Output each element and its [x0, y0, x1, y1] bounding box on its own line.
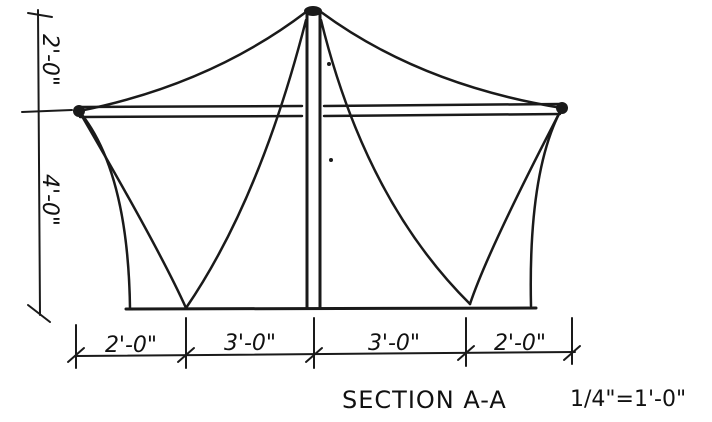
ground-line: [124, 306, 538, 311]
dim-label-middle: 4'-0": [37, 174, 62, 226]
dim-label-left-bay: 2'-0": [105, 333, 157, 358]
dim-label-left-center-bay: 3'-0": [224, 331, 276, 356]
section-title: SECTION A-A: [342, 386, 507, 414]
dim-label-right-center-bay: 3'-0": [368, 331, 420, 356]
dim-label-top: 2'-0": [37, 34, 62, 86]
center-mast: [304, 6, 333, 310]
horizontal-beams: [78, 102, 562, 119]
mast-mark: [327, 62, 331, 66]
horizontal-dimension-line: [67, 317, 581, 369]
dim-label-right-bay: 2'-0": [494, 331, 546, 356]
mast-mark-lower: [329, 158, 333, 162]
scale-label: 1/4"=1'-0": [570, 387, 686, 412]
vertical-dimension-line: [21, 9, 73, 323]
mast-top-cap: [304, 6, 322, 16]
canopy-curves: [77, 10, 564, 310]
